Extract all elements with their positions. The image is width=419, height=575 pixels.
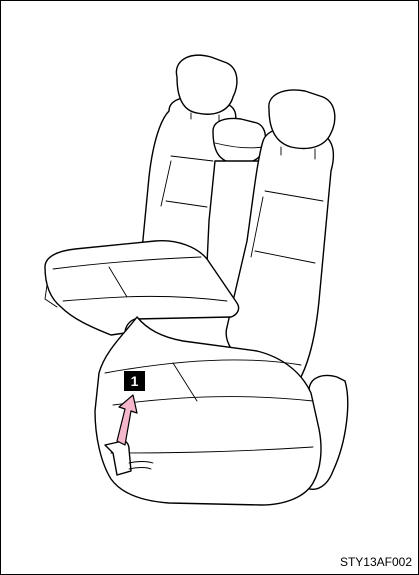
- callout-number: 1: [124, 371, 145, 391]
- image-code: STY13AF002: [340, 555, 412, 569]
- middle-headrest: [213, 119, 265, 164]
- right-headrest: [269, 90, 335, 148]
- left-headrest: [176, 55, 237, 114]
